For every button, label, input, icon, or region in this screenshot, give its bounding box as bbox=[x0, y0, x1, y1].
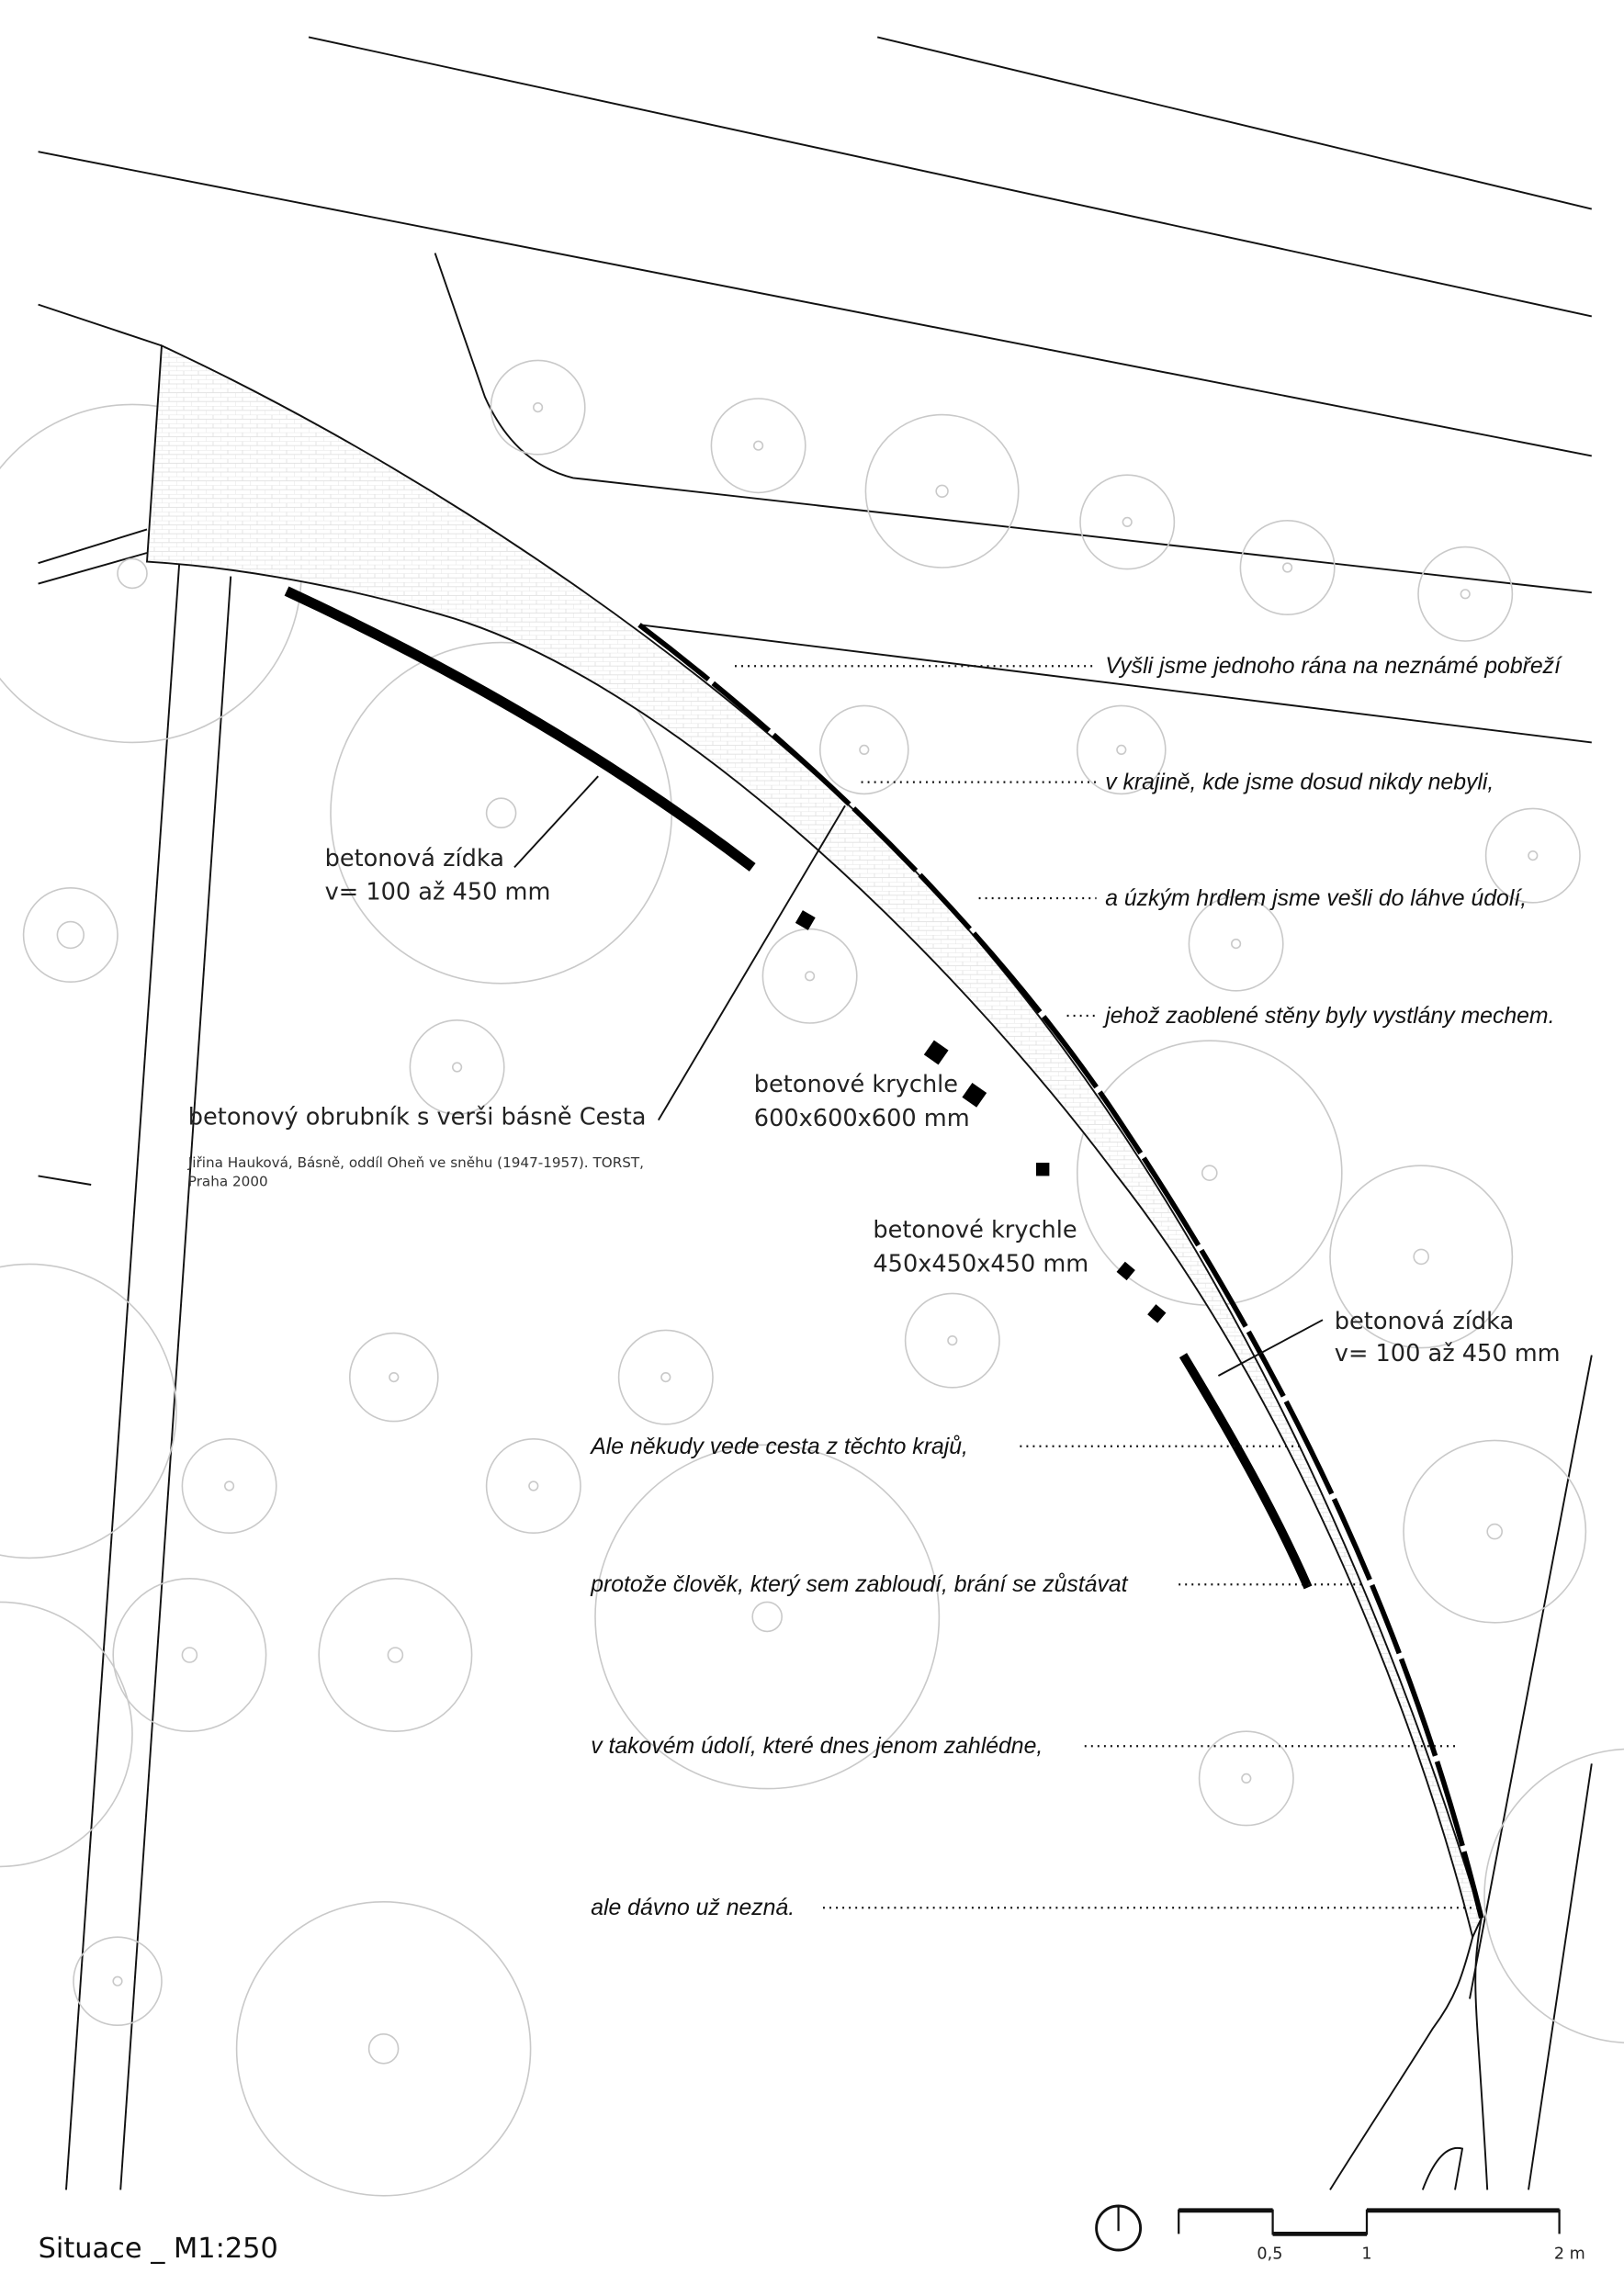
tree bbox=[594, 1444, 941, 1790]
curb-label: betonový obrubník s verši básně Cesta bbox=[188, 1103, 647, 1131]
concrete-wall-upper bbox=[284, 586, 756, 872]
wall-lower-label-1: betonová zídka bbox=[1335, 1308, 1514, 1335]
wall-lower-label-2: v= 100 až 450 mm bbox=[1335, 1340, 1561, 1367]
cube-small bbox=[1036, 1163, 1050, 1176]
poem-verse: Vyšli jsme jednoho rána na neznámé pobře… bbox=[1105, 654, 1562, 679]
cube-large bbox=[795, 910, 816, 930]
tree bbox=[318, 1578, 473, 1733]
north-arrow-icon bbox=[1095, 2204, 1143, 2252]
tree bbox=[485, 1438, 581, 1535]
tree bbox=[1329, 1165, 1514, 1349]
concrete-cubes bbox=[795, 910, 1167, 1323]
poem-verse: v takovém údolí, které dnes jenom zahléd… bbox=[591, 1734, 1043, 1759]
leader-lines bbox=[513, 665, 1479, 1909]
poem-verse: protože člověk, který sem zabloudí, brán… bbox=[590, 1572, 1128, 1597]
walls bbox=[284, 586, 1484, 1919]
cube-large bbox=[923, 1040, 949, 1065]
cube-small bbox=[1147, 1304, 1167, 1323]
scale-tick: 0,5 bbox=[1257, 2245, 1282, 2264]
cubes-large-label-2: 600x600x600 mm bbox=[754, 1105, 970, 1132]
tree bbox=[1198, 1730, 1294, 1827]
curb-with-poem bbox=[637, 623, 1484, 1919]
poem-verses: Vyšli jsme jednoho rána na neznámé pobře… bbox=[589, 654, 1562, 1920]
tree bbox=[819, 704, 909, 795]
poem-verse: a úzkým hrdlem jsme vešli do láhve údolí… bbox=[1105, 886, 1527, 911]
tree bbox=[904, 1292, 1000, 1389]
scale-bar: 0,5 1 2 m bbox=[1178, 2208, 1585, 2264]
tree bbox=[0, 1263, 177, 1559]
tree bbox=[112, 1578, 267, 1733]
wall-upper-label-2: v= 100 až 450 mm bbox=[325, 879, 551, 906]
road-lines bbox=[38, 36, 1593, 2190]
scale-tick: 2 m bbox=[1554, 2245, 1585, 2264]
poem-verse: ale dávno už nezná. bbox=[591, 1896, 795, 1920]
tree bbox=[22, 887, 118, 983]
tree bbox=[761, 928, 858, 1024]
tree bbox=[1417, 546, 1514, 642]
cube-large bbox=[962, 1083, 987, 1108]
tree bbox=[1403, 1439, 1587, 1624]
cubes-small-label-1: betonové krychle bbox=[873, 1217, 1077, 1244]
tree bbox=[409, 1019, 505, 1116]
cube-small bbox=[1116, 1261, 1135, 1281]
tree bbox=[181, 1438, 277, 1535]
tree bbox=[617, 1329, 714, 1425]
poem-verse: jehož zaoblené stěny byly vystlány meche… bbox=[1102, 1004, 1554, 1029]
poem-verse: Ale někudy vede cesta z těchto krajů, bbox=[589, 1435, 968, 1459]
concrete-wall-lower bbox=[1179, 1353, 1313, 1590]
scale-tick: 1 bbox=[1361, 2245, 1371, 2264]
tree bbox=[490, 359, 586, 456]
trees bbox=[0, 359, 1624, 2197]
annotations: betonová zídka v= 100 až 450 mm betonový… bbox=[187, 845, 1561, 1367]
tree bbox=[1188, 895, 1284, 992]
tree bbox=[1077, 704, 1167, 795]
tree bbox=[710, 398, 806, 494]
tree bbox=[1079, 474, 1176, 570]
tree bbox=[235, 1901, 532, 2197]
citation-line-2: Praha 2000 bbox=[188, 1174, 268, 1190]
drawing-title: Situace _ M1:250 bbox=[39, 2233, 278, 2265]
paved-path bbox=[145, 343, 1483, 1941]
tree bbox=[1483, 1748, 1624, 2043]
tree bbox=[864, 413, 1020, 568]
tree bbox=[0, 1601, 133, 1868]
tree bbox=[73, 1936, 163, 2027]
tree bbox=[349, 1332, 439, 1423]
citation-line-1: Jiřina Hauková, Básně, oddíl Oheň ve sně… bbox=[187, 1154, 644, 1171]
cubes-large-label-1: betonové krychle bbox=[754, 1071, 958, 1098]
tree bbox=[1484, 807, 1581, 904]
wall-upper-label-1: betonová zídka bbox=[325, 845, 504, 872]
cubes-small-label-2: 450x450x450 mm bbox=[873, 1250, 1088, 1277]
poem-verse: v krajině, kde jsme dosud nikdy nebyli, bbox=[1105, 771, 1494, 795]
tree bbox=[1239, 520, 1336, 615]
